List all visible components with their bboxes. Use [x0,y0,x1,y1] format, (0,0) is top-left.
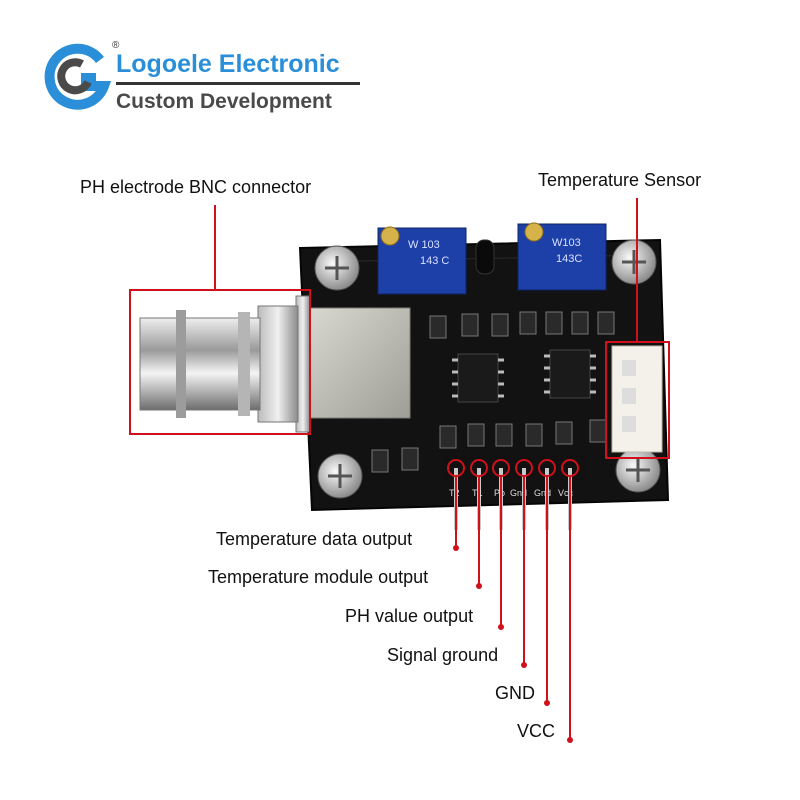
pot1-sub: 143 C [420,255,449,267]
pin-label-vcc: Vcc [558,488,574,498]
label-temperature-module-output: Temperature module output [208,567,429,587]
pot2-sub: 143C [556,253,582,265]
mount-screw-bottom-right [615,447,661,493]
label-gnd: GND [495,683,535,703]
bnc-highlight-box [129,289,311,435]
brand-divider [116,82,360,85]
mount-screw-top-right [611,239,657,285]
ic-chip-2 [544,349,596,399]
potentiometer-1: W 103 143 C [377,226,467,295]
pin-label-gnd2: Gnd [534,488,551,498]
logoele-logo-icon [44,43,112,110]
pin-label-t1: T1 [472,488,483,498]
label-vcc: VCC [517,721,556,741]
mount-screw-top-left [314,245,360,291]
registered-mark: ® [112,40,120,51]
pot2-label: W103 [552,237,581,249]
callouts [129,198,670,740]
label-ph-value-output: PH value output [345,606,474,626]
label-signal-ground: Signal ground [387,645,499,665]
label-temperature-sensor: Temperature Sensor [538,170,702,190]
callout-dots [453,545,573,743]
brand-subtitle: Custom Development [116,90,332,113]
ic-chip-1 [452,353,504,403]
label-bnc-connector: PH electrode BNC connector [80,177,312,197]
potentiometer-2: W103 143C [517,222,607,291]
smd-components [371,311,615,473]
label-temperature-data-output: Temperature data output [216,529,413,549]
pin-label-gnd1: Gnd [510,488,527,498]
bnc-connector [139,295,411,433]
pin-label-po: Po [494,488,505,498]
mount-screw-bottom-left [317,453,363,499]
brand-header: ® Logoele Electronic Custom Development [20,18,360,113]
pot1-label: W 103 [408,239,440,251]
transistor [475,239,495,275]
brand-name: Logoele Electronic [116,50,340,78]
temperature-connector [611,345,663,453]
pin-label-t2: T2 [449,488,460,498]
